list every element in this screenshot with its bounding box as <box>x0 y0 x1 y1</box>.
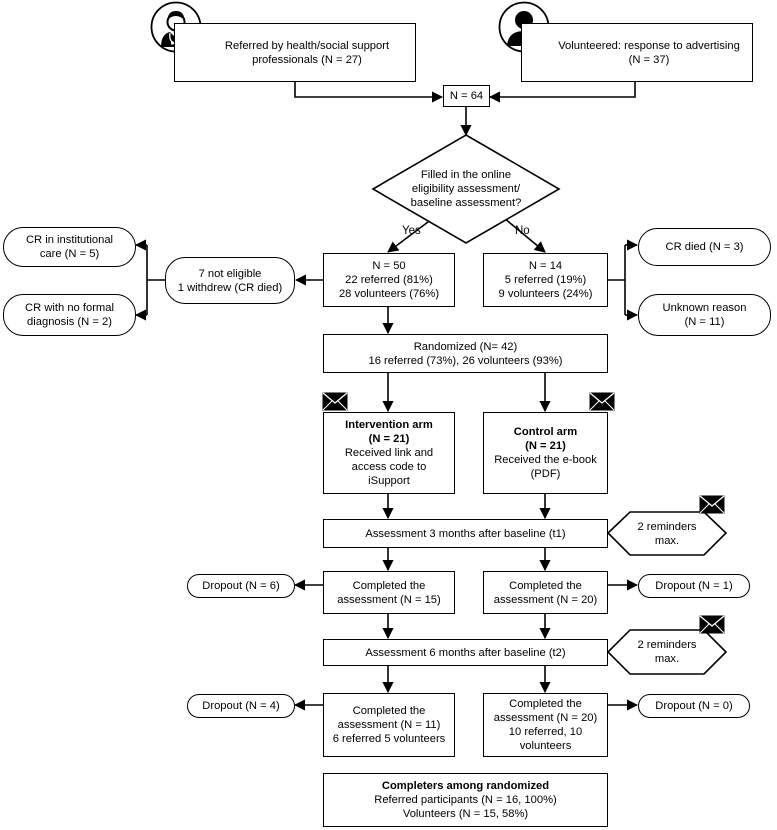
decision-line-3: baseline assessment? <box>410 197 522 209</box>
reason-institutional-care-line-1: CR in institutional <box>25 234 114 246</box>
referred-source-box: Referred by health/social support profes… <box>174 23 416 82</box>
total-participants-label: N = 64 <box>449 90 484 102</box>
t1-intervention-dropout: Dropout (N = 6) <box>187 574 295 598</box>
referred-source-line-1: Referred by health/social support <box>224 39 390 52</box>
yes-branch-box: N = 50 22 referred (81%) 28 volunteers (… <box>323 253 455 307</box>
intervention-arm-line-1: Received link and <box>344 447 434 459</box>
t2-control-completed-line-1: Completed the <box>509 698 582 710</box>
intervention-arm-line-3: iSupport <box>368 475 410 487</box>
t2-reminder-line-1: 2 reminders <box>637 639 697 651</box>
no-branch-line-2: 5 referred (19%) <box>504 274 587 286</box>
excluded-line-1: 7 not eligible <box>198 267 262 280</box>
control-arm-box: Control arm (N = 21) Received the e-book… <box>483 412 608 494</box>
t1-intervention-completed-line-1: Completed the <box>352 579 426 592</box>
control-arm-line-2: (PDF) <box>530 468 561 480</box>
intervention-arm-line-2: access code to <box>351 461 427 473</box>
randomized-box: Randomized (N= 42) 16 referred (73%), 26… <box>323 334 608 373</box>
reason-institutional-care: CR in institutional care (N = 5) <box>3 227 136 267</box>
referred-source-line-2: professionals (N = 27) <box>252 53 362 66</box>
excluded-line-2: 1 withdrew (CR died) <box>177 281 283 294</box>
reason-unknown-line-1: Unknown reason <box>662 302 747 314</box>
t2-assessment-label: Assessment 6 months after baseline (t2) <box>365 646 566 659</box>
t2-intervention-dropout-label: Dropout (N = 4) <box>202 700 280 712</box>
t1-intervention-completed-box: Completed the assessment (N = 15) <box>323 571 455 614</box>
volunteered-source-line-1: Volunteered: response to advertising <box>558 39 740 52</box>
yes-branch-line-2: 22 referred (81%) <box>345 274 433 286</box>
envelope-icon <box>699 495 725 514</box>
envelope-icon <box>589 392 615 411</box>
decision-line-2: eligibility assessment/ <box>411 183 521 195</box>
t1-intervention-dropout-label: Dropout (N = 6) <box>202 580 280 592</box>
t2-intervention-completed-line-2: assessment (N = 11) <box>337 719 441 731</box>
decision-diamond <box>371 134 561 244</box>
reason-no-formal-diagnosis-line-2: diagnosis (N = 2) <box>27 316 112 328</box>
t1-assessment-label: Assessment 3 months after baseline (t1) <box>365 527 566 540</box>
t1-control-completed-line-1: Completed the <box>509 579 582 592</box>
intervention-arm-n: (N = 21) <box>368 433 410 445</box>
t2-control-completed-line-3: 10 referred, 10 <box>508 726 583 738</box>
reason-unknown: Unknown reason (N = 11) <box>638 294 771 336</box>
t2-assessment-box: Assessment 6 months after baseline (t2) <box>323 639 608 666</box>
decision-question: Filled in the online eligibility assessm… <box>373 165 559 213</box>
t2-control-dropout-label: Dropout (N = 0) <box>655 700 733 712</box>
decision-no-label: No <box>515 225 530 237</box>
completers-box: Completers among randomized Referred par… <box>323 773 608 827</box>
total-participants-box: N = 64 <box>443 85 490 107</box>
reminder-hexagon-t2 <box>606 629 728 675</box>
t1-assessment-box: Assessment 3 months after baseline (t1) <box>323 519 608 548</box>
t2-intervention-dropout: Dropout (N = 4) <box>187 694 295 718</box>
reason-cr-died-line-1: CR died (N = 3) <box>665 241 744 253</box>
control-arm-line-1: Received the e-book <box>494 454 597 466</box>
t2-intervention-completed-line-1: Completed the <box>352 705 426 717</box>
decision-line-1: Filled in the online <box>420 169 512 181</box>
intervention-arm-title: Intervention arm <box>345 419 433 431</box>
t2-reminder-label: 2 reminders max. <box>608 630 726 674</box>
completers-line-2: Volunteers (N = 15, 58%) <box>402 808 529 820</box>
intervention-arm-box: Intervention arm (N = 21) Received link … <box>323 412 455 494</box>
yes-branch-line-3: 28 volunteers (76%) <box>338 288 440 300</box>
randomized-line-1: Randomized (N= 42) <box>413 340 518 353</box>
t1-control-completed-box: Completed the assessment (N = 20) <box>483 571 608 614</box>
t1-intervention-completed-line-2: assessment (N = 15) <box>337 593 441 606</box>
no-branch-line-3: 9 volunteers (24%) <box>498 288 593 300</box>
no-branch-box: N = 14 5 referred (19%) 9 volunteers (24… <box>483 253 608 307</box>
reason-no-formal-diagnosis-line-1: CR with no formal <box>25 302 114 314</box>
reason-unknown-line-2: (N = 11) <box>684 316 725 328</box>
t2-control-completed-line-4: volunteers <box>519 740 572 752</box>
reason-cr-died: CR died (N = 3) <box>638 228 771 266</box>
t1-control-dropout: Dropout (N = 1) <box>638 574 750 598</box>
volunteered-source-line-2: (N = 37) <box>628 53 670 66</box>
control-arm-title: Control arm <box>513 426 578 438</box>
completers-title: Completers among randomized <box>381 780 550 792</box>
no-branch-line-1: N = 14 <box>528 260 563 272</box>
t2-control-completed-box: Completed the assessment (N = 20) 10 ref… <box>483 693 608 757</box>
t1-reminder-line-2: max. <box>654 534 680 547</box>
t1-control-dropout-label: Dropout (N = 1) <box>655 580 733 592</box>
reason-institutional-care-line-2: care (N = 5) <box>39 248 100 260</box>
connector-volunteered-to-total <box>488 82 636 103</box>
reminder-hexagon-t1 <box>606 511 728 556</box>
excluded-box: 7 not eligible 1 withdrew (CR died) <box>165 257 295 304</box>
control-arm-n: (N = 21) <box>525 440 566 452</box>
envelope-icon <box>322 392 348 411</box>
t1-reminder-label: 2 reminders max. <box>608 512 726 555</box>
decision-yes-label: Yes <box>402 225 421 237</box>
t1-control-completed-line-2: assessment (N = 20) <box>493 593 598 606</box>
t2-intervention-completed-line-3: 6 referred 5 volunteers <box>332 733 446 745</box>
t2-control-dropout: Dropout (N = 0) <box>638 694 750 718</box>
t1-reminder-line-1: 2 reminders <box>637 520 697 533</box>
randomized-line-2: 16 referred (73%), 26 volunteers (93%) <box>368 354 563 367</box>
t2-reminder-line-2: max. <box>654 653 680 665</box>
connector-referred-to-total <box>294 82 444 103</box>
yes-branch-line-1: N = 50 <box>372 260 406 272</box>
t2-intervention-completed-box: Completed the assessment (N = 11) 6 refe… <box>323 693 455 757</box>
envelope-icon <box>699 615 725 634</box>
completers-line-1: Referred participants (N = 16, 100%) <box>374 794 557 806</box>
t2-control-completed-line-2: assessment (N = 20) <box>493 712 598 724</box>
volunteered-source-box: Volunteered: response to advertising (N … <box>521 23 753 82</box>
reason-no-formal-diagnosis: CR with no formal diagnosis (N = 2) <box>3 294 136 336</box>
